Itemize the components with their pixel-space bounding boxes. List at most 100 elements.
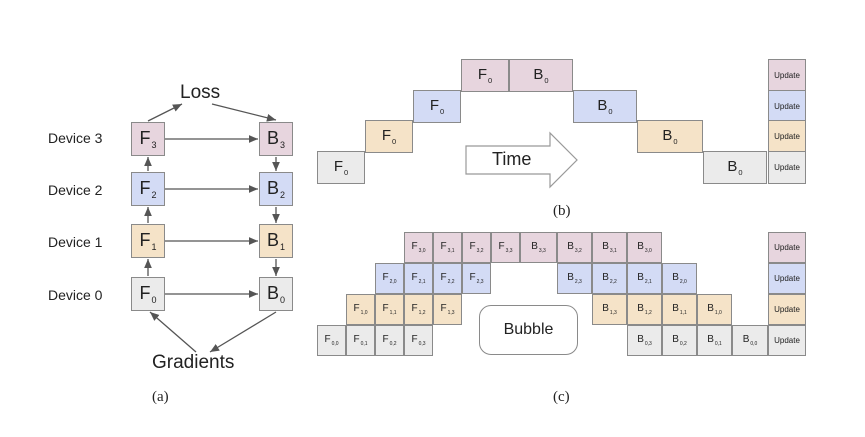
cell-label: F1,3 <box>440 303 454 315</box>
op-letter: B <box>707 334 714 346</box>
op-letter: F <box>353 303 360 315</box>
op-subscript: 3,0 <box>644 247 652 254</box>
op-subscript: 1,3 <box>609 309 617 316</box>
cell-label: B0 <box>533 66 548 84</box>
op-subscript: 1 <box>280 242 286 253</box>
cell-label: B0,1 <box>707 334 722 346</box>
cell-label: F0,0 <box>324 334 338 346</box>
op-subscript: 0 <box>440 106 445 116</box>
op-subscript: 0,0 <box>331 340 339 347</box>
forward-microbatch-cell: F1,0 <box>346 294 375 325</box>
cell-label: F2,0 <box>382 272 396 284</box>
op-subscript: 1,0 <box>714 309 722 316</box>
op-letter: F <box>333 158 343 176</box>
op-letter: F <box>139 229 151 250</box>
update-cell-b-d2: Update <box>768 90 806 123</box>
cell-label: B2,0 <box>672 272 687 284</box>
op-letter: B <box>602 303 609 315</box>
backward-box-label: B2 <box>267 178 285 200</box>
forward-box-label: F3 <box>139 128 156 150</box>
cell-label: F0,3 <box>411 334 425 346</box>
op-letter: B <box>533 66 544 84</box>
backward-box-label: B0 <box>267 283 285 305</box>
forward-box-label: F1 <box>139 230 156 252</box>
forward-box-0: F0 <box>131 277 165 311</box>
op-letter: F <box>440 303 447 315</box>
update-label: Update <box>774 336 800 345</box>
forward-cell-d1: F0 <box>365 120 413 153</box>
backward-microbatch-cell: B3,0 <box>627 232 662 263</box>
backward-microbatch-cell: B0,1 <box>697 325 732 356</box>
forward-box-label: F0 <box>139 283 156 305</box>
op-letter: F <box>477 66 487 84</box>
backward-cell-d0: B0 <box>703 151 767 184</box>
op-subscript: 2,1 <box>418 278 426 285</box>
cell-label: F2,2 <box>440 272 454 284</box>
op-letter: B <box>637 241 644 253</box>
op-subscript: 3,1 <box>609 247 617 254</box>
op-letter: F <box>411 334 418 346</box>
cell-label: B1,1 <box>672 303 687 315</box>
op-letter: B <box>266 177 279 198</box>
op-subscript: 3,2 <box>574 247 582 254</box>
cell-label: B3,1 <box>602 241 617 253</box>
update-label: Update <box>774 163 800 172</box>
op-letter: F <box>469 241 476 253</box>
op-subscript: 0 <box>392 136 397 146</box>
op-subscript: 0 <box>280 295 286 306</box>
op-letter: F <box>411 303 418 315</box>
op-letter: F <box>139 282 151 303</box>
op-subscript: 1 <box>151 242 157 253</box>
op-subscript: 0 <box>608 106 613 116</box>
op-letter: F <box>382 272 389 284</box>
backward-microbatch-cell: B1,3 <box>592 294 627 325</box>
op-subscript: 1,1 <box>389 309 397 316</box>
cell-label: B1,2 <box>637 303 652 315</box>
op-letter: B <box>742 334 750 346</box>
op-subscript: 2,0 <box>679 278 687 285</box>
cell-label: F3,1 <box>440 241 454 253</box>
op-subscript: 0,2 <box>679 340 687 347</box>
op-letter: F <box>440 241 447 253</box>
update-cell-c-d3: Update <box>768 232 806 263</box>
backward-box-label: B3 <box>267 128 285 150</box>
backward-microbatch-cell: B2,2 <box>592 263 627 294</box>
op-letter: B <box>602 272 609 284</box>
op-subscript: 0,3 <box>418 340 426 347</box>
op-subscript: 2,1 <box>644 278 652 285</box>
cell-label: B0,0 <box>743 334 758 346</box>
op-subscript: 1,2 <box>418 309 426 316</box>
op-subscript: 2,3 <box>476 278 484 285</box>
op-letter: B <box>266 282 279 303</box>
forward-microbatch-cell: F1,3 <box>433 294 462 325</box>
forward-cell-d3: F0 <box>461 59 509 92</box>
forward-microbatch-cell: F3,0 <box>404 232 433 263</box>
update-label: Update <box>774 305 800 314</box>
cell-label: F2,3 <box>469 272 483 284</box>
op-letter: B <box>707 303 714 315</box>
bubble-label: Bubble <box>503 321 554 338</box>
op-subscript: 0 <box>738 167 743 177</box>
cell-label: B2,2 <box>602 272 617 284</box>
backward-box-1: B1 <box>259 224 293 258</box>
device-label-3: Device 3 <box>48 130 103 146</box>
op-letter: B <box>637 272 644 284</box>
backward-microbatch-cell: B0,0 <box>732 325 768 356</box>
op-subscript: 2 <box>151 190 157 201</box>
forward-microbatch-cell: F2,2 <box>433 263 462 294</box>
op-subscript: 2,2 <box>609 278 617 285</box>
op-letter: B <box>597 97 608 115</box>
backward-microbatch-cell: B3,3 <box>520 232 557 263</box>
update-label: Update <box>774 132 800 141</box>
op-letter: B <box>567 241 574 253</box>
op-subscript: 3,0 <box>418 247 426 254</box>
cell-label: F3,2 <box>469 241 483 253</box>
cell-label: F0 <box>382 127 396 145</box>
time-label: Time <box>492 149 532 169</box>
update-cell-b-d0: Update <box>768 151 806 184</box>
op-letter: F <box>324 334 331 346</box>
forward-box-3: F3 <box>131 122 165 156</box>
backward-microbatch-cell: B2,1 <box>627 263 662 294</box>
op-subscript: 1,1 <box>679 309 687 316</box>
gradients-label: Gradients <box>152 352 235 373</box>
